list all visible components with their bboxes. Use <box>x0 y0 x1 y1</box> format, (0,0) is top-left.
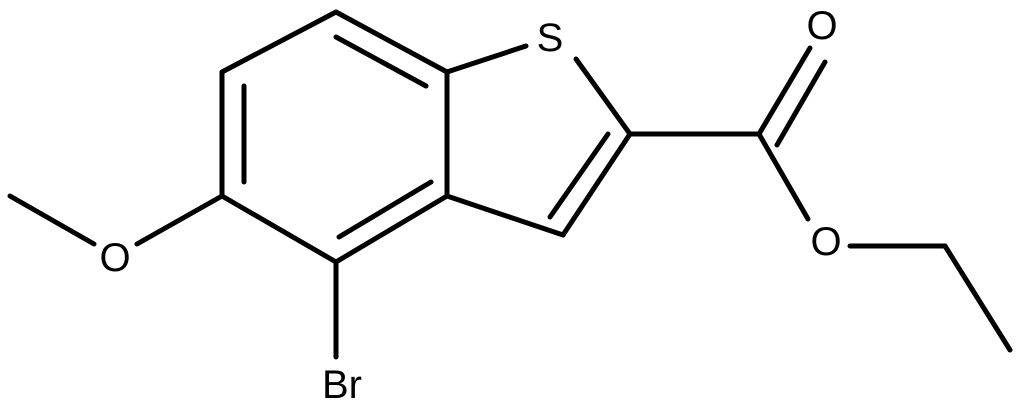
atom-label-carbonyl-oxygen: O <box>806 4 837 48</box>
bond-c7-c6 <box>219 9 339 75</box>
bond-c5-c4 <box>219 193 339 265</box>
bond-carbonyl-double-a <box>756 45 813 137</box>
bond-ccarbonyl-oester <box>756 131 811 222</box>
thiophene-ring <box>444 43 633 238</box>
atom-label-methoxy-oxygen: O <box>99 236 130 280</box>
atom-label-bromine: Br <box>322 363 362 407</box>
bond-omethoxy-ch3 <box>7 193 97 247</box>
bond-carbonyl-double-b <box>774 59 828 148</box>
bond-c4-c3a-inner <box>336 179 434 240</box>
bond-s-c2 <box>573 56 633 137</box>
methoxy-group <box>7 193 225 247</box>
bond-c4-c3a <box>333 193 450 265</box>
bond-c3-c3a <box>444 193 566 238</box>
atom-label-ester-oxygen: O <box>810 220 841 264</box>
bond-ch2-ch3 <box>942 243 1013 353</box>
atom-labels: S O O O Br <box>99 4 841 407</box>
bond-c7a-c7-inner <box>333 34 429 89</box>
bond-c5-omethoxy <box>134 193 225 247</box>
bond-c7a-c7 <box>333 9 450 75</box>
bond-c7a-s <box>444 43 529 75</box>
ester-group <box>627 45 1013 353</box>
atom-label-sulfur: S <box>537 16 564 60</box>
benzene-ring <box>219 9 450 265</box>
bond-c2-c3 <box>560 131 633 238</box>
bond-c2-c3-inner <box>547 131 611 220</box>
